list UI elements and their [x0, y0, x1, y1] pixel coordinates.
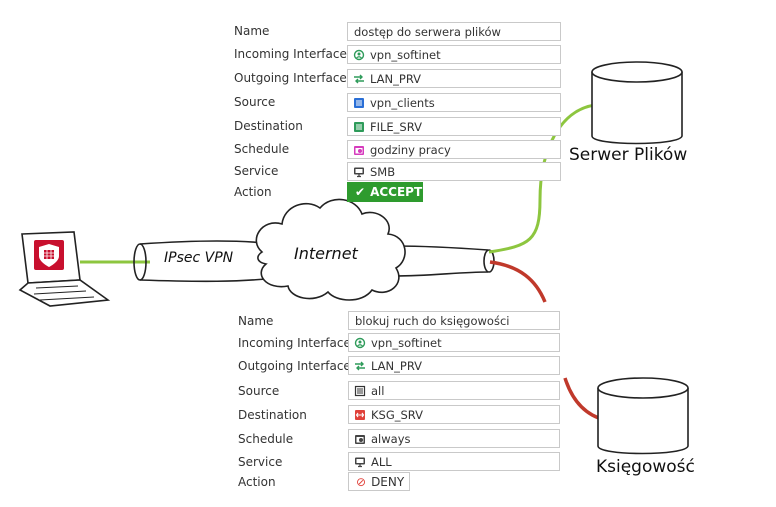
deny-action-badge[interactable]: ⊘ DENY [348, 472, 410, 491]
address-group-icon [354, 97, 364, 108]
policy-deny-incoming-value: vpn_softinet [371, 335, 442, 350]
policy-allow-outgoing-label: Outgoing Interface [234, 71, 347, 85]
policy-allow-service-value: SMB [370, 164, 396, 179]
policy-deny-destination-field[interactable]: KSG_SRV [348, 405, 560, 424]
switch-icon [354, 74, 364, 83]
policy-allow-service-label: Service [234, 164, 279, 178]
accounting-server-label: Księgowość [596, 457, 695, 477]
deny-link-line [489, 260, 547, 303]
policy-allow-source-value: vpn_clients [370, 95, 435, 110]
check-icon: ✔ [355, 185, 366, 199]
policy-allow-source-field[interactable]: vpn_clients [347, 93, 561, 112]
policy-allow-incoming-value: vpn_softinet [370, 47, 441, 62]
policy-deny-service-value: ALL [371, 454, 392, 469]
policy-allow-service-field[interactable]: SMB [347, 162, 561, 181]
policy-allow-name-label: Name [234, 24, 270, 38]
policy-allow-destination-value: FILE_SRV [370, 119, 422, 134]
service-icon [355, 457, 365, 467]
accept-action-badge[interactable]: ✔ ACCEPT [347, 182, 423, 202]
policy-allow-schedule-label: Schedule [234, 142, 290, 156]
policy-allow-schedule-field[interactable]: godziny pracy [347, 140, 561, 159]
policy-allow-outgoing-field[interactable]: LAN_PRV [347, 69, 561, 88]
policy-deny-service-label: Service [238, 455, 283, 469]
deny-action-value: DENY [371, 474, 405, 489]
policy-deny-schedule-field[interactable]: always [348, 429, 560, 448]
schedule-icon [355, 434, 365, 444]
policy-deny-outgoing-value: LAN_PRV [371, 358, 423, 373]
vpn-label: IPsec VPN [164, 250, 234, 266]
policy-deny-name-field[interactable]: blokuj ruch do księgowości [348, 311, 560, 330]
policy-allow-incoming-label: Incoming Interface [234, 47, 347, 61]
policy-allow-name-value: dostęp do serwera plików [354, 24, 501, 39]
file-server-label: Serwer Plików [569, 145, 688, 165]
file-server-icon [591, 61, 683, 145]
policy-deny-outgoing-field[interactable]: LAN_PRV [348, 356, 560, 375]
accept-action-value: ACCEPT [370, 185, 423, 199]
security-logo-icon [34, 240, 64, 270]
policy-allow-source-label: Source [234, 95, 276, 109]
policy-deny-name-value: blokuj ruch do księgowości [355, 313, 510, 328]
deny-icon: ⊘ [356, 474, 367, 489]
service-icon [354, 167, 364, 177]
internet-cloud [255, 198, 406, 301]
address-list-icon [354, 385, 366, 396]
policy-deny-schedule-label: Schedule [238, 432, 294, 446]
policy-deny-outgoing-label: Outgoing Interface [238, 359, 351, 373]
policy-deny-service-field[interactable]: ALL [348, 452, 560, 471]
policy-deny-schedule-value: always [371, 431, 411, 446]
policy-allow-destination-field[interactable]: FILE_SRV [347, 117, 561, 136]
allow-link-line [488, 103, 596, 254]
policy-deny-destination-value: KSG_SRV [371, 407, 424, 422]
accounting-server-icon [597, 377, 689, 455]
switch-icon [355, 361, 365, 370]
tunnel-icon [353, 49, 365, 60]
policy-deny-name-label: Name [238, 314, 274, 328]
policy-deny-source-value: all [371, 383, 385, 398]
internet-tunnel-right [394, 245, 495, 277]
address-icon [354, 121, 364, 132]
policy-deny-destination-label: Destination [238, 408, 307, 422]
policy-allow-destination-label: Destination [234, 119, 303, 133]
tunnel-icon [354, 337, 366, 348]
internet-label: Internet [294, 244, 358, 263]
policy-deny-incoming-field[interactable]: vpn_softinet [348, 333, 560, 352]
address-red-icon [355, 409, 365, 420]
policy-deny-action-label: Action [238, 475, 276, 489]
policy-allow-incoming-field[interactable]: vpn_softinet [347, 45, 561, 64]
policy-allow-outgoing-value: LAN_PRV [370, 71, 422, 86]
policy-deny-source-label: Source [238, 384, 280, 398]
policy-allow-name-field[interactable]: dostęp do serwera plików [347, 22, 561, 41]
policy-deny-source-field[interactable]: all [348, 381, 560, 400]
policy-allow-schedule-value: godziny pracy [370, 142, 451, 157]
policy-deny-incoming-label: Incoming Interface [238, 336, 351, 350]
policy-allow-action-label: Action [234, 185, 272, 199]
schedule-icon [354, 145, 364, 155]
